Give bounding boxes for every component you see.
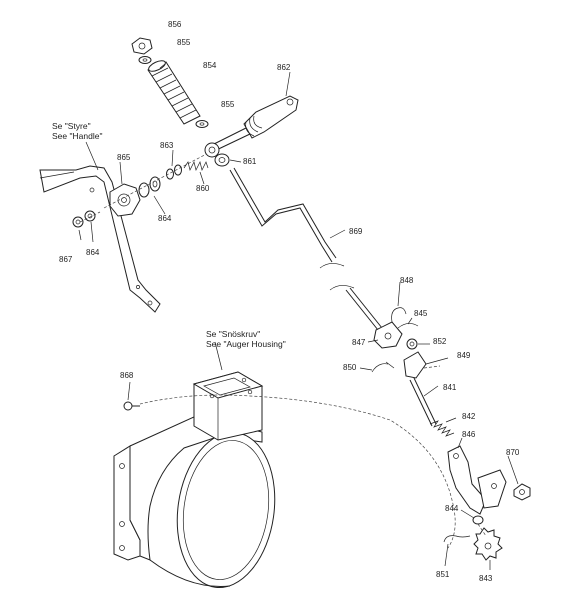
handle-note-line1: Se "Styre" [52, 121, 91, 131]
part-label-843: 843 [479, 574, 493, 583]
part-label-852: 852 [433, 337, 447, 346]
handle-reference-note: Se "Styre" See "Handle" [52, 121, 102, 141]
clip-848 [391, 307, 407, 323]
washers-863 [166, 164, 182, 180]
part-label-846: 846 [462, 430, 476, 439]
washer-855-mid [195, 120, 209, 128]
clip-845 [397, 323, 419, 329]
auger-note-line1: Se "Snöskruv" [206, 329, 260, 339]
part-label-863: 863 [160, 141, 174, 150]
pivot-axis [103, 149, 215, 209]
washer-855-top [138, 56, 152, 64]
pin-850 [371, 361, 395, 373]
link-849 [403, 351, 441, 379]
lever-rod [204, 127, 251, 158]
part-label-867: 867 [59, 255, 73, 264]
part-label-844: 844 [445, 504, 459, 513]
nut-856 [131, 37, 153, 55]
part-label-845: 845 [414, 309, 428, 318]
auger-housing [113, 371, 276, 589]
auger-reference-note: Se "Snöskruv" See "Auger Housing" [206, 329, 286, 349]
washer-861 [214, 153, 230, 167]
grip-854 [147, 60, 201, 125]
spacer-864 [138, 176, 161, 198]
part-label-854: 854 [203, 61, 217, 70]
part-label-841: 841 [443, 383, 457, 392]
part-label-856: 856 [168, 20, 182, 29]
part-label-842: 842 [462, 412, 476, 421]
pivot-bracket-865 [109, 183, 141, 217]
bolt-868 [123, 401, 140, 411]
rod-869 [229, 167, 383, 331]
part-label-860: 860 [196, 184, 210, 193]
part-label-870: 870 [506, 448, 520, 457]
part-label-861: 861 [243, 157, 257, 166]
part-labels: 856 855 854 862 855 863 865 861 860 864 … [59, 20, 520, 583]
part-label-862: 862 [277, 63, 291, 72]
pin-852 [406, 338, 418, 350]
part-label-855-mid: 855 [221, 100, 235, 109]
part-label-847: 847 [352, 338, 366, 347]
leader-gear [477, 523, 487, 537]
part-label-850: 850 [343, 363, 357, 372]
lever-862 [243, 95, 299, 139]
bracket-846 [447, 445, 507, 515]
part-label-851: 851 [436, 570, 450, 579]
leader-lines [78, 63, 519, 570]
clip-851 [443, 535, 471, 543]
part-label-865: 865 [117, 153, 131, 162]
nut-870 [513, 483, 531, 501]
part-label-869: 869 [349, 227, 363, 236]
coupling-847 [373, 321, 403, 349]
part-label-864-left: 864 [86, 248, 100, 257]
gear-843 [473, 527, 503, 561]
auger-note-line2: See "Auger Housing" [206, 339, 286, 349]
handle-washer-864 [84, 210, 96, 222]
spring-860 [183, 160, 209, 172]
part-label-848: 848 [400, 276, 414, 285]
rod-841 [409, 377, 437, 427]
pin-844 [472, 515, 484, 525]
part-label-868: 868 [120, 371, 134, 380]
spring-842 [429, 420, 455, 437]
leader-867 [79, 211, 101, 223]
cable-route [139, 394, 456, 549]
part-label-855-top: 855 [177, 38, 191, 47]
handle-note-line2: See "Handle" [52, 131, 102, 141]
part-label-849: 849 [457, 351, 471, 360]
part-label-864-mid: 864 [158, 214, 172, 223]
handle-bolt-867 [72, 216, 84, 228]
